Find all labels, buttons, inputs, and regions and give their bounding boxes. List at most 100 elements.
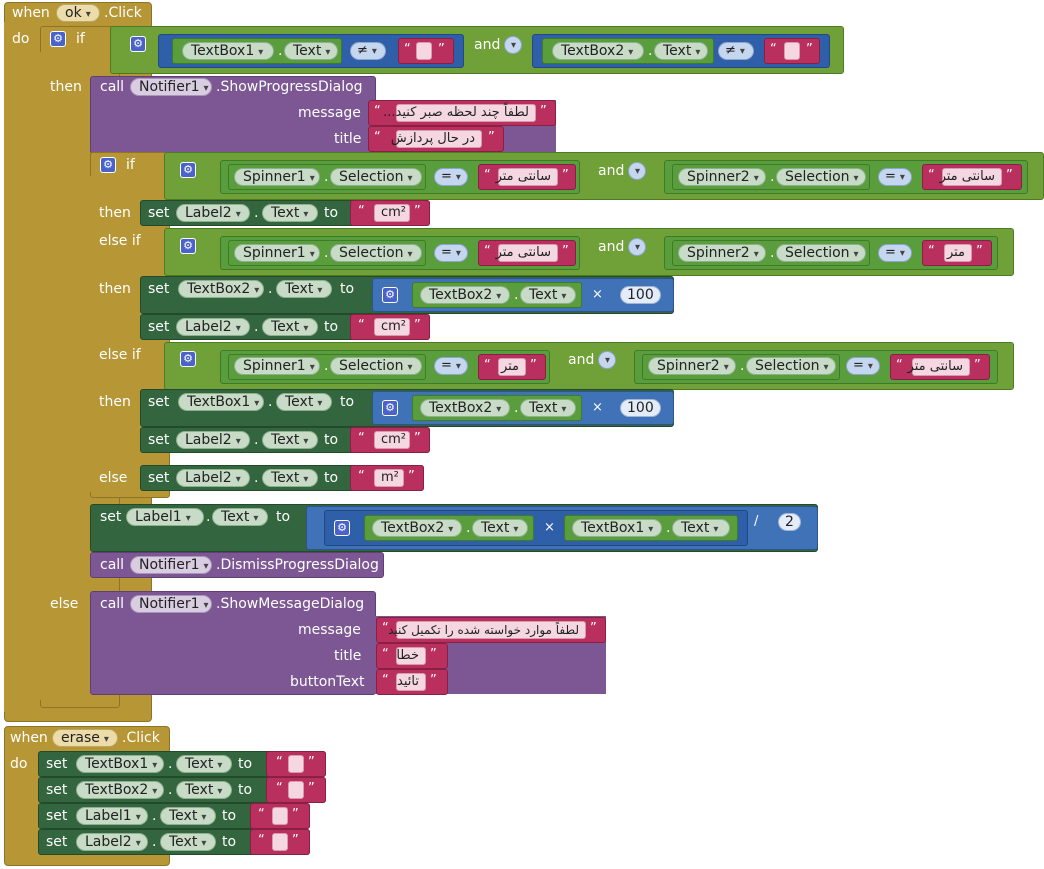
component-dropdown-textbox2[interactable]: TextBox2▾ <box>420 286 510 304</box>
dot-separator: . <box>278 43 283 59</box>
string-value-cm2[interactable]: cm² <box>374 431 410 449</box>
empty-string-value[interactable] <box>784 42 800 60</box>
component-dropdown-label2[interactable]: Label2▾ <box>176 204 250 222</box>
mutator-gear-icon[interactable]: ⚙ <box>382 287 398 303</box>
property-dropdown-text[interactable]: Text▾ <box>654 42 708 60</box>
component-dropdown-textbox2[interactable]: TextBox2▾ <box>178 280 264 298</box>
empty-string-value[interactable] <box>272 807 288 825</box>
component-dropdown-label1[interactable]: Label1▾ <box>126 508 204 526</box>
and-dropdown-arrow[interactable]: ▾ <box>628 162 646 180</box>
property-dropdown-text[interactable]: Text▾ <box>520 399 576 417</box>
mutator-gear-icon[interactable]: ⚙ <box>334 520 350 536</box>
empty-string-value[interactable] <box>416 42 432 60</box>
component-dropdown-textbox1[interactable]: TextBox1▾ <box>182 42 274 60</box>
and-dropdown-arrow[interactable]: ▾ <box>628 238 646 256</box>
property-dropdown-text[interactable]: Text▾ <box>276 280 332 298</box>
string-value-meter[interactable]: متر <box>944 244 972 262</box>
component-dropdown-spinner1[interactable]: Spinner1▾ <box>234 168 320 186</box>
component-dropdown-label2[interactable]: Label2▾ <box>176 431 250 449</box>
property-dropdown-text[interactable]: Text▾ <box>262 469 318 487</box>
component-dropdown-textbox1[interactable]: TextBox1▾ <box>76 755 164 773</box>
property-dropdown-text[interactable]: Text▾ <box>212 508 268 526</box>
and-dropdown-arrow[interactable]: ▾ <box>504 36 522 54</box>
property-dropdown-selection[interactable]: Selection▾ <box>776 168 866 186</box>
string-value-meter[interactable]: متر <box>498 358 526 376</box>
and-dropdown-arrow[interactable]: ▾ <box>598 351 616 369</box>
string-value-centimeter[interactable]: سانتی متر <box>496 244 558 262</box>
component-dropdown-label2[interactable]: Label2▾ <box>76 833 148 851</box>
property-dropdown-text[interactable]: Text▾ <box>672 519 730 537</box>
string-value-fill-required[interactable]: لطفاً موارد خواسته شده را تکمیل کنید <box>388 621 586 639</box>
property-dropdown-selection[interactable]: Selection▾ <box>330 168 422 186</box>
empty-string-value[interactable] <box>272 833 288 851</box>
property-dropdown-text[interactable]: Text▾ <box>284 42 338 60</box>
property-dropdown-text[interactable]: Text▾ <box>262 431 318 449</box>
property-dropdown-text[interactable]: Text▾ <box>276 393 332 411</box>
dot-separator: . <box>324 245 329 261</box>
property-dropdown-selection[interactable]: Selection▾ <box>776 244 866 262</box>
string-value-centimeter[interactable]: سانتی متر <box>940 168 1002 186</box>
mutator-gear-icon[interactable]: ⚙ <box>180 238 196 254</box>
mutator-gear-icon[interactable]: ⚙ <box>50 31 66 47</box>
component-dropdown-spinner1[interactable]: Spinner1▾ <box>234 357 320 375</box>
string-value-m2[interactable]: m² <box>374 469 404 487</box>
property-dropdown-text[interactable]: Text▾ <box>520 286 576 304</box>
quote-open: “ <box>276 755 283 770</box>
string-value-error-title[interactable]: خطا <box>396 647 426 665</box>
property-dropdown-text[interactable]: Text▾ <box>472 519 528 537</box>
mutator-gear-icon[interactable]: ⚙ <box>180 162 196 178</box>
number-value-2[interactable]: 2 <box>778 513 801 531</box>
mutator-gear-icon[interactable]: ⚙ <box>100 157 116 173</box>
mutator-gear-icon[interactable]: ⚙ <box>382 400 398 416</box>
component-dropdown-notifier1[interactable]: Notifier1▾ <box>130 78 212 96</box>
mutator-gear-icon[interactable]: ⚙ <box>180 351 196 367</box>
quote-open: “ <box>358 469 365 484</box>
string-value-centimeter[interactable]: سانتی متر <box>908 358 970 376</box>
property-dropdown-text[interactable]: Text▾ <box>176 755 232 773</box>
property-dropdown-text[interactable]: Text▾ <box>160 833 216 851</box>
number-value-100[interactable]: 100 <box>620 399 661 417</box>
property-dropdown-text[interactable]: Text▾ <box>176 781 232 799</box>
component-dropdown-textbox1[interactable]: TextBox1▾ <box>572 519 662 537</box>
property-dropdown-selection[interactable]: Selection▾ <box>330 357 422 375</box>
component-dropdown-textbox2[interactable]: TextBox2▾ <box>372 519 462 537</box>
component-dropdown-textbox2[interactable]: TextBox2▾ <box>552 42 644 60</box>
string-value-cm2[interactable]: cm² <box>374 318 410 336</box>
operator-dropdown-eq[interactable]: =▾ <box>434 168 468 186</box>
operator-dropdown-eq[interactable]: =▾ <box>434 357 468 375</box>
property-dropdown-text[interactable]: Text▾ <box>160 807 216 825</box>
component-dropdown-notifier1[interactable]: Notifier1▾ <box>130 595 212 613</box>
property-dropdown-selection[interactable]: Selection▾ <box>330 244 422 262</box>
component-dropdown-erase[interactable]: erase▾ <box>52 729 118 747</box>
component-dropdown-spinner1[interactable]: Spinner1▾ <box>234 244 320 262</box>
operator-dropdown-neq[interactable]: ≠▾ <box>350 42 386 60</box>
property-dropdown-text[interactable]: Text▾ <box>262 318 318 336</box>
empty-string-value[interactable] <box>288 755 304 773</box>
string-value-cm2[interactable]: cm² <box>374 204 410 222</box>
property-dropdown-text[interactable]: Text▾ <box>262 204 318 222</box>
operator-dropdown-eq[interactable]: =▾ <box>878 244 912 262</box>
component-dropdown-textbox1[interactable]: TextBox1▾ <box>178 393 264 411</box>
property-dropdown-selection[interactable]: Selection▾ <box>746 357 836 375</box>
string-value-centimeter[interactable]: سانتی متر <box>496 168 558 186</box>
mutator-gear-icon[interactable]: ⚙ <box>130 36 146 52</box>
component-dropdown-label2[interactable]: Label2▾ <box>176 318 250 336</box>
number-value-100[interactable]: 100 <box>620 286 661 304</box>
component-dropdown-spinner2[interactable]: Spinner2▾ <box>648 357 736 375</box>
component-dropdown-textbox2[interactable]: TextBox2▾ <box>76 781 164 799</box>
string-value-confirm-button[interactable]: تائید <box>396 673 426 691</box>
component-dropdown-textbox2[interactable]: TextBox2▾ <box>420 399 510 417</box>
operator-dropdown-eq[interactable]: =▾ <box>878 168 912 186</box>
component-dropdown-label1[interactable]: Label1▾ <box>76 807 148 825</box>
component-dropdown-label2[interactable]: Label2▾ <box>176 469 250 487</box>
string-value-processing-title[interactable]: در حال پردازش <box>391 130 482 148</box>
operator-dropdown-eq[interactable]: =▾ <box>434 244 468 262</box>
operator-dropdown-eq[interactable]: =▾ <box>846 357 880 375</box>
component-dropdown-ok[interactable]: ok▾ <box>56 4 100 22</box>
empty-string-value[interactable] <box>288 781 304 799</box>
component-dropdown-spinner2[interactable]: Spinner2▾ <box>678 244 766 262</box>
operator-dropdown-neq[interactable]: ≠▾ <box>718 42 754 60</box>
string-value-wait-message[interactable]: لطفاً چند لحظه صبر کنید... <box>383 104 536 122</box>
component-dropdown-spinner2[interactable]: Spinner2▾ <box>678 168 766 186</box>
component-dropdown-notifier1[interactable]: Notifier1▾ <box>130 556 212 574</box>
